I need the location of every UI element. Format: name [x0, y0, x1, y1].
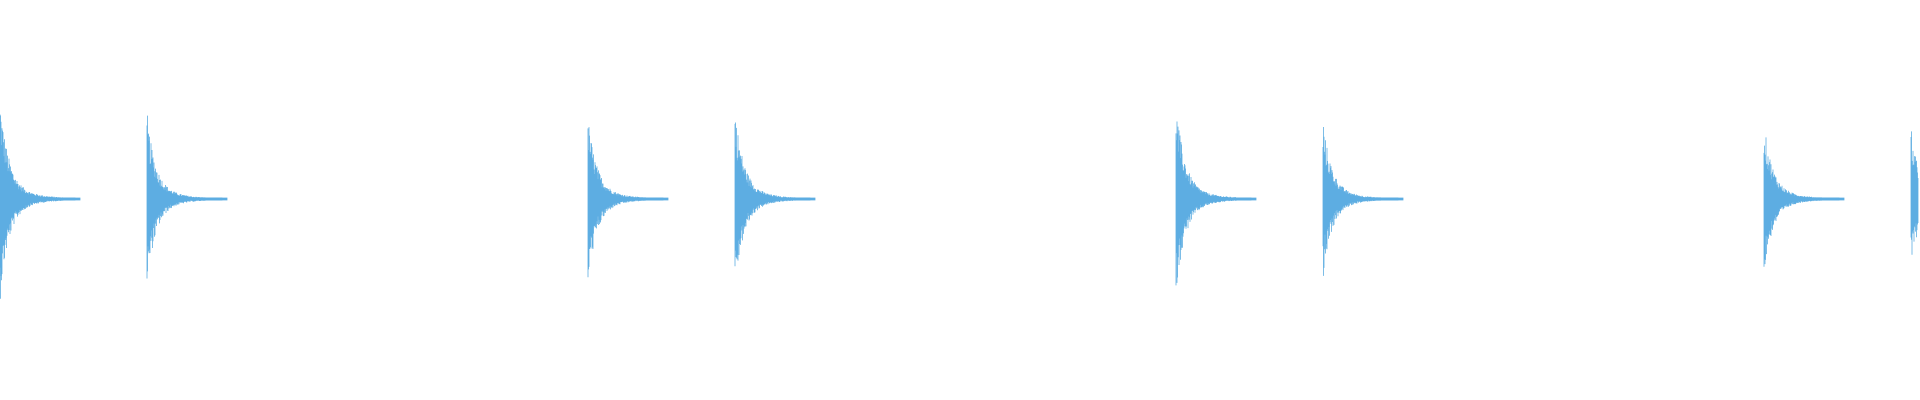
waveform-hit: [587, 127, 669, 278]
waveform-hit-shape: [1763, 137, 1845, 267]
waveform-hit: [1763, 137, 1845, 267]
waveform-hit-shape: [1910, 131, 1919, 255]
waveform-hit-shape: [587, 127, 669, 278]
waveform-hit-shape: [146, 115, 228, 279]
waveform-hit: [1322, 127, 1404, 276]
waveform-hit-shape: [734, 122, 816, 267]
waveform-hit: [1910, 131, 1919, 255]
waveform-hit: [0, 114, 81, 299]
waveform-hit-shape: [0, 114, 81, 299]
waveform-hit: [146, 115, 228, 279]
waveform-hit-shape: [1175, 121, 1257, 286]
waveform-hit: [1175, 121, 1257, 286]
waveform-hit-shape: [1322, 127, 1404, 276]
waveform-hit: [734, 122, 816, 267]
